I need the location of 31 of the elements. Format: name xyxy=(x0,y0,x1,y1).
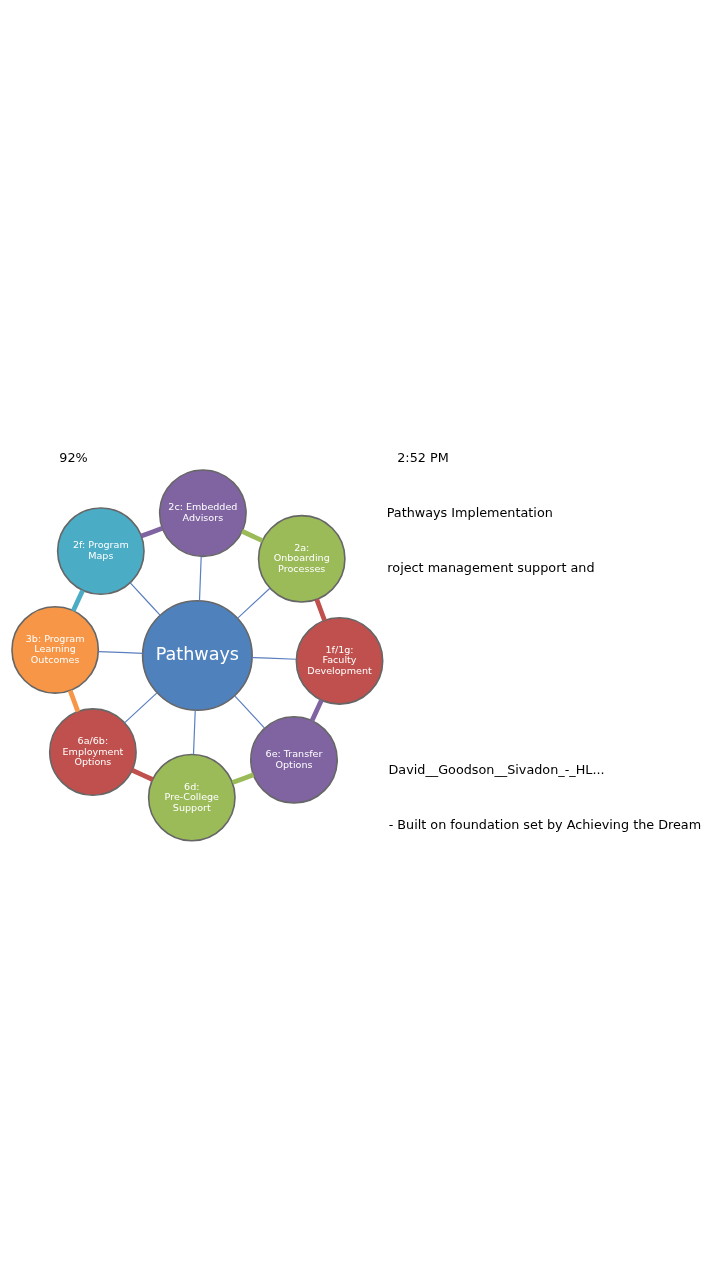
node-circle: 6a/6b: Employment Options xyxy=(48,708,137,797)
label: roject management support and xyxy=(387,559,595,575)
label: 92% xyxy=(59,449,88,465)
connector xyxy=(251,656,297,660)
node-circle: 2c: Embedded Advisors xyxy=(158,469,247,558)
connector xyxy=(237,587,271,619)
connector xyxy=(234,695,266,729)
connector xyxy=(140,526,164,539)
connector xyxy=(67,689,81,713)
label: Pathways Implementation xyxy=(386,504,553,520)
connector xyxy=(71,589,85,612)
node-circle: 3b: Program Learning Outcomes xyxy=(11,605,100,694)
connector xyxy=(309,699,324,722)
node-circle: 2f: Program Maps xyxy=(56,507,145,596)
connector xyxy=(97,651,144,654)
connector xyxy=(192,709,196,755)
connector xyxy=(241,529,264,543)
label: - Built on foundation set by Achieving the Dream xyxy=(388,817,702,833)
connector xyxy=(231,772,255,785)
node-circle: 6d: Pre-College Support xyxy=(147,753,236,842)
node-circle: Pathways xyxy=(141,599,253,712)
connector xyxy=(198,555,202,602)
node-circle: 2a: Onboarding Processes xyxy=(257,514,346,603)
label: 2:52 PM xyxy=(397,449,449,465)
connector xyxy=(124,692,158,724)
connector xyxy=(129,582,161,616)
node-circle: 1f/1g: Faculty Development xyxy=(295,616,384,705)
label: David__Goodson__Sivadon_-_HL... xyxy=(388,762,605,778)
connector xyxy=(131,768,154,782)
connector xyxy=(314,598,327,622)
node-circle: 6e: Transfer Options xyxy=(250,715,338,804)
